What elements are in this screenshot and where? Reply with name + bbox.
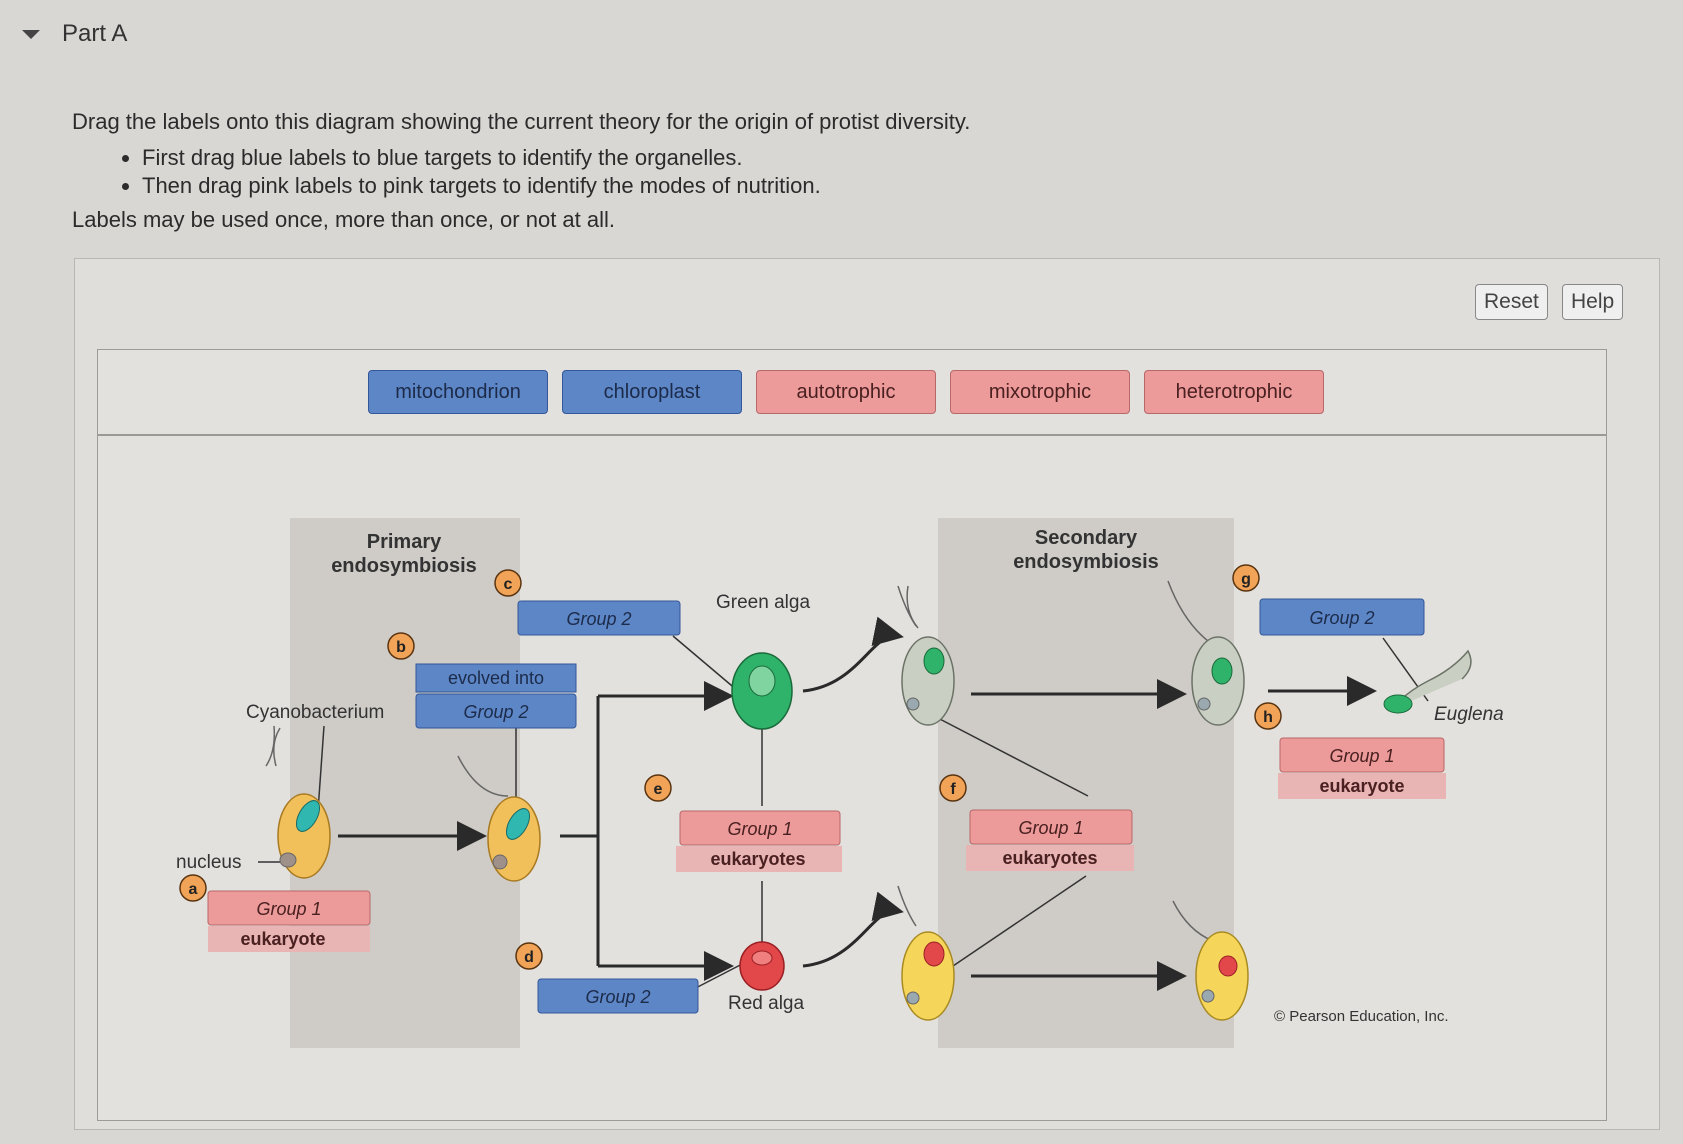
svg-text:a: a (189, 881, 198, 898)
help-button[interactable]: Help (1562, 284, 1624, 320)
svg-text:Group 2: Group 2 (566, 609, 631, 629)
instructions-list: First drag blue labels to blue targets t… (72, 144, 970, 200)
endosymbiosis-diagram: Primary endosymbiosis Secondary endosymb… (176, 518, 1504, 1048)
secondary-title-line2: endosymbiosis (1013, 551, 1159, 573)
nucleus-secondary-red (906, 991, 920, 1005)
nucleus-secondary-green-result (1197, 697, 1211, 711)
mitochondrion-b (505, 808, 531, 840)
cyanobacterium-cell (295, 800, 321, 832)
target-b[interactable]: evolved into Group 2 (415, 663, 577, 729)
target-b-caption: evolved into (448, 668, 544, 688)
instruction-bullet: First drag blue labels to blue targets t… (142, 144, 970, 172)
secondary-title-line1: Secondary (1035, 527, 1138, 549)
svg-text:eukaryotes: eukaryotes (1002, 848, 1097, 868)
drag-drop-workspace: Reset Help mitochondrion chloroplast aut… (74, 258, 1660, 1130)
red-alga-cell (739, 941, 785, 991)
primary-title-line1: Primary (367, 531, 442, 553)
svg-text:d: d (524, 949, 534, 966)
label-mitochondrion[interactable]: mitochondrion (368, 370, 548, 414)
badge-b: b (387, 632, 415, 660)
nucleus-secondary-red-result (1201, 989, 1215, 1003)
nucleus-b (492, 854, 508, 870)
svg-text:eukaryote: eukaryote (240, 929, 325, 949)
part-title: Part A (62, 20, 128, 47)
primary-title-line2: endosymbiosis (331, 555, 477, 577)
label-bank: mitochondrion chloroplast autotrophic mi… (98, 350, 1606, 436)
target-a[interactable]: Group 1 eukaryote (207, 890, 371, 952)
collapse-caret-icon[interactable] (22, 29, 40, 39)
instruction-bullet: Then drag pink labels to pink targets to… (142, 172, 970, 200)
label-autotrophic[interactable]: autotrophic (756, 370, 936, 414)
reset-button[interactable]: Reset (1475, 284, 1548, 320)
engulfed-green-alga (923, 647, 945, 675)
secondary-red-plastid (1218, 955, 1238, 977)
engulfed-red-alga (923, 941, 945, 967)
euglena-cell (1387, 649, 1472, 712)
svg-text:f: f (950, 781, 956, 798)
badge-d: d (515, 942, 543, 970)
badge-c: c (494, 569, 522, 597)
target-d[interactable]: Group 2 (537, 978, 699, 1014)
secondary-green-plastid (1211, 657, 1233, 685)
primary-endosymbiosis-panel (290, 518, 520, 1048)
label-chloroplast[interactable]: chloroplast (562, 370, 742, 414)
label-heterotrophic[interactable]: heterotrophic (1144, 370, 1324, 414)
badge-e: e (644, 774, 672, 802)
svg-text:Group 1: Group 1 (1329, 746, 1394, 766)
cyanobacterium-label: Cyanobacterium (246, 702, 384, 723)
svg-text:e: e (654, 781, 663, 798)
green-alga-chloroplast (748, 665, 776, 697)
label-mixotrophic[interactable]: mixotrophic (950, 370, 1130, 414)
svg-text:g: g (1241, 571, 1251, 588)
badge-g: g (1232, 564, 1260, 592)
red-alga-label: Red alga (728, 993, 804, 1014)
secondary-endosymbiosis-panel (938, 518, 1234, 1048)
instructions-note: Labels may be used once, more than once,… (72, 207, 615, 232)
nucleus-label: nucleus (176, 852, 242, 873)
badge-a: a (179, 874, 207, 902)
part-a-header[interactable]: Part A (22, 20, 127, 48)
svg-text:Group 1: Group 1 (1018, 818, 1083, 838)
target-h[interactable]: Group 1 eukaryote (1278, 737, 1446, 799)
diagram-frame: mitochondrion chloroplast autotrophic mi… (97, 349, 1607, 1121)
copyright-notice: © Pearson Education, Inc. (1274, 1008, 1449, 1025)
svg-text:eukaryotes: eukaryotes (710, 849, 805, 869)
red-alga-plastid (751, 950, 773, 966)
svg-text:Group 1: Group 1 (256, 899, 321, 919)
red-alga-derived-protist (1195, 931, 1249, 1021)
nucleus-secondary-green (906, 697, 920, 711)
svg-text:h: h (1263, 709, 1273, 726)
svg-text:Group 2: Group 2 (463, 702, 528, 722)
svg-text:Group 1: Group 1 (727, 819, 792, 839)
svg-text:Group 2: Group 2 (1309, 608, 1374, 628)
badge-f: f (939, 774, 967, 802)
svg-text:b: b (396, 639, 406, 656)
badge-h: h (1254, 702, 1282, 730)
svg-text:c: c (504, 576, 513, 593)
svg-text:eukaryote: eukaryote (1319, 776, 1404, 796)
euglena-label: Euglena (1434, 704, 1504, 725)
instructions: Drag the labels onto this diagram showin… (72, 108, 970, 234)
svg-text:Group 2: Group 2 (585, 987, 650, 1007)
target-f[interactable]: Group 1 eukaryotes (966, 809, 1134, 871)
target-g[interactable]: Group 2 (1259, 598, 1425, 636)
target-e[interactable]: Group 1 eukaryotes (676, 810, 842, 872)
euglena-chloroplast (1383, 694, 1413, 714)
target-c[interactable]: Group 2 (517, 600, 681, 636)
green-alga-label: Green alga (716, 592, 810, 613)
instructions-intro: Drag the labels onto this diagram showin… (72, 109, 971, 134)
nucleus-a (279, 852, 297, 868)
